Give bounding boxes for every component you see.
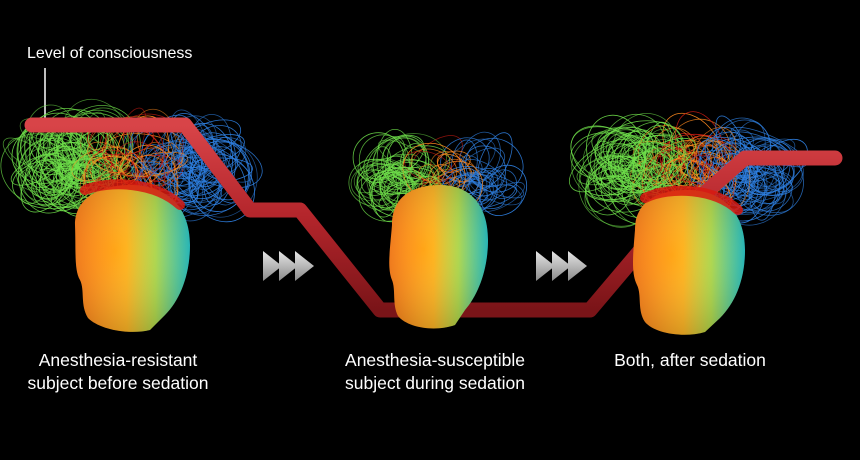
caption-resistant: Anesthesia-resistant subject before seda… <box>18 349 218 395</box>
field-loop <box>35 168 68 193</box>
caption-both: Both, after sedation <box>600 349 780 372</box>
caption-both-line-1: Both, after sedation <box>614 350 766 370</box>
field-loop <box>619 121 686 189</box>
transition-arrow-1 <box>263 251 314 281</box>
field-loop <box>76 129 112 158</box>
field-loop <box>360 163 395 196</box>
caption-susceptible-line-2: subject during sedation <box>345 373 525 393</box>
field-loop <box>593 151 641 206</box>
level-of-consciousness-label: Level of consciousness <box>27 45 193 62</box>
field-loop <box>170 122 234 200</box>
field-loop <box>489 169 517 199</box>
field-loop <box>479 164 528 216</box>
field-loop <box>20 145 77 213</box>
field-loop <box>202 136 237 206</box>
field-loop <box>600 113 667 188</box>
consciousness-level-line <box>24 117 843 318</box>
field-loop <box>87 141 129 174</box>
field-loop <box>603 144 645 188</box>
head-both <box>633 185 745 335</box>
caption-susceptible-line-1: Anesthesia-susceptible <box>345 350 525 370</box>
field-loop <box>465 137 524 193</box>
field-loops-susceptible <box>348 129 528 223</box>
field-loop <box>361 154 420 180</box>
caption-susceptible: Anesthesia-susceptible subject during se… <box>325 349 545 395</box>
field-loop <box>750 171 793 212</box>
field-loop <box>458 131 501 184</box>
field-loop <box>110 107 147 176</box>
field-loop <box>372 136 406 179</box>
field-loop <box>356 164 404 194</box>
caption-resistant-line-1: Anesthesia-resistant <box>38 350 198 370</box>
field-loop <box>18 139 79 214</box>
field-loop <box>596 127 657 173</box>
field-loop <box>168 130 237 168</box>
field-loop <box>632 124 673 191</box>
field-loop <box>686 149 758 189</box>
field-loop <box>188 140 249 212</box>
head-resistant <box>75 179 190 332</box>
field-loop <box>600 161 630 196</box>
field-loop <box>607 134 647 174</box>
head-susceptible <box>389 185 488 329</box>
field-loop <box>71 145 132 182</box>
field-loop <box>460 158 503 188</box>
field-loop <box>377 139 439 178</box>
field-loop <box>626 137 696 181</box>
field-loop <box>590 140 617 186</box>
caption-resistant-line-2: subject before sedation <box>27 373 209 393</box>
field-loop <box>348 159 403 207</box>
transition-arrow-2 <box>536 251 587 281</box>
